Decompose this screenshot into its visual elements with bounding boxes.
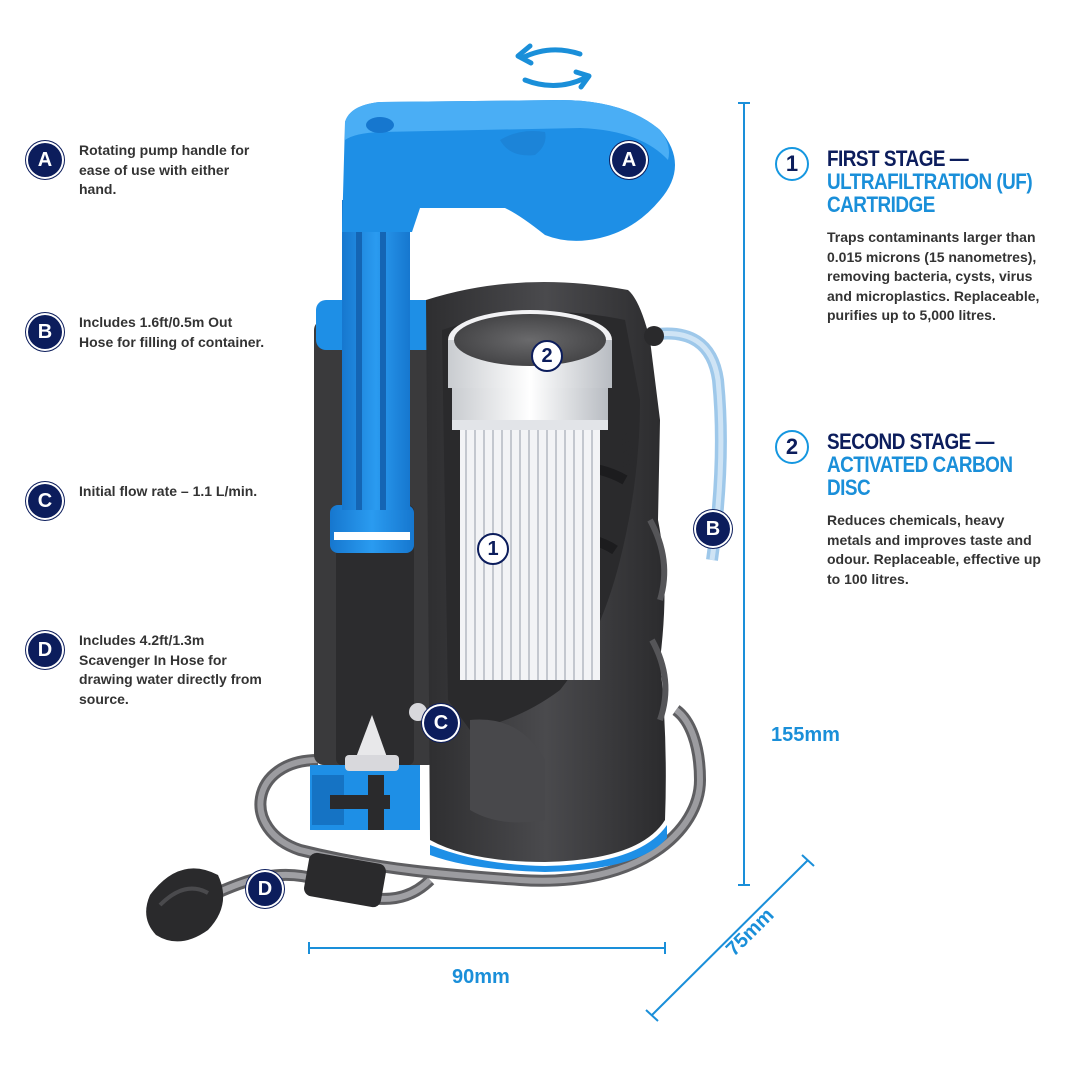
stage-2-title-blue: ACTIVATED CARBON DISC [827,452,1013,500]
stage-1-title-blue: ULTRAFILTRATION (UF) CARTRIDGE [827,169,1033,217]
marker-b: B [696,512,730,546]
marker-c: C [424,706,458,740]
height-dimension-label: 155mm [771,724,840,746]
callout-c-text: Initial flow rate – 1.1 L/min. [79,483,258,499]
brand-fragment: SAVE [618,415,640,470]
depth-dimension-line [645,854,815,1022]
callout-a-text: Rotating pump handle for ease of use wit… [79,142,250,197]
pump-cylinder [314,200,438,765]
rotation-arrows-icon [515,43,592,90]
stage-1-number: 1 [775,147,809,181]
stage-1-block: 1 FIRST STAGE — ULTRAFILTRATION (UF) CAR… [775,147,1065,326]
width-dimension-line [308,942,666,954]
uf-cartridge [448,310,612,680]
valve [345,703,427,771]
stage-2-number: 2 [775,430,809,464]
stage-1-title-dark: FIRST STAGE — [827,146,969,171]
stage-2-title-dark: SECOND STAGE — [827,429,994,454]
callout-d: D Includes 4.2ft/1.3m Scavenger In Hose … [28,632,269,709]
width-dimension-label: 90mm [452,966,510,988]
callout-d-text: Includes 4.2ft/1.3m Scavenger In Hose fo… [79,632,262,707]
callout-a: A Rotating pump handle for ease of use w… [28,142,269,200]
carbon-disc [454,314,606,366]
marker-d: D [248,872,282,906]
callout-b: B Includes 1.6ft/0.5m Out Hose for filli… [28,314,269,352]
callout-c-badge: C [28,484,62,518]
pump-base [310,765,420,830]
out-hose [644,326,727,561]
callout-c: C Initial flow rate – 1.1 L/min. [28,483,269,518]
stage-2-description: Reduces chemicals, heavy metals and impr… [827,512,1041,587]
stage-1-description: Traps contaminants larger than 0.015 mic… [827,229,1040,323]
marker-a: A [612,143,646,177]
marker-stage-1: 1 [477,533,509,565]
stage-2-block: 2 SECOND STAGE — ACTIVATED CARBON DISC R… [775,430,1065,589]
callout-b-badge: B [28,315,62,349]
callout-b-text: Includes 1.6ft/0.5m Out Hose for filling… [79,314,265,350]
callout-a-badge: A [28,143,62,177]
pump-handle [342,100,675,241]
height-dimension-line [738,102,750,886]
stage-1-title: FIRST STAGE — ULTRAFILTRATION (UF) CARTR… [827,147,1038,216]
callout-d-badge: D [28,633,62,667]
in-hose [146,705,707,942]
stage-2-title: SECOND STAGE — ACTIVATED CARBON DISC [827,430,1038,499]
marker-stage-2: 2 [531,340,563,372]
